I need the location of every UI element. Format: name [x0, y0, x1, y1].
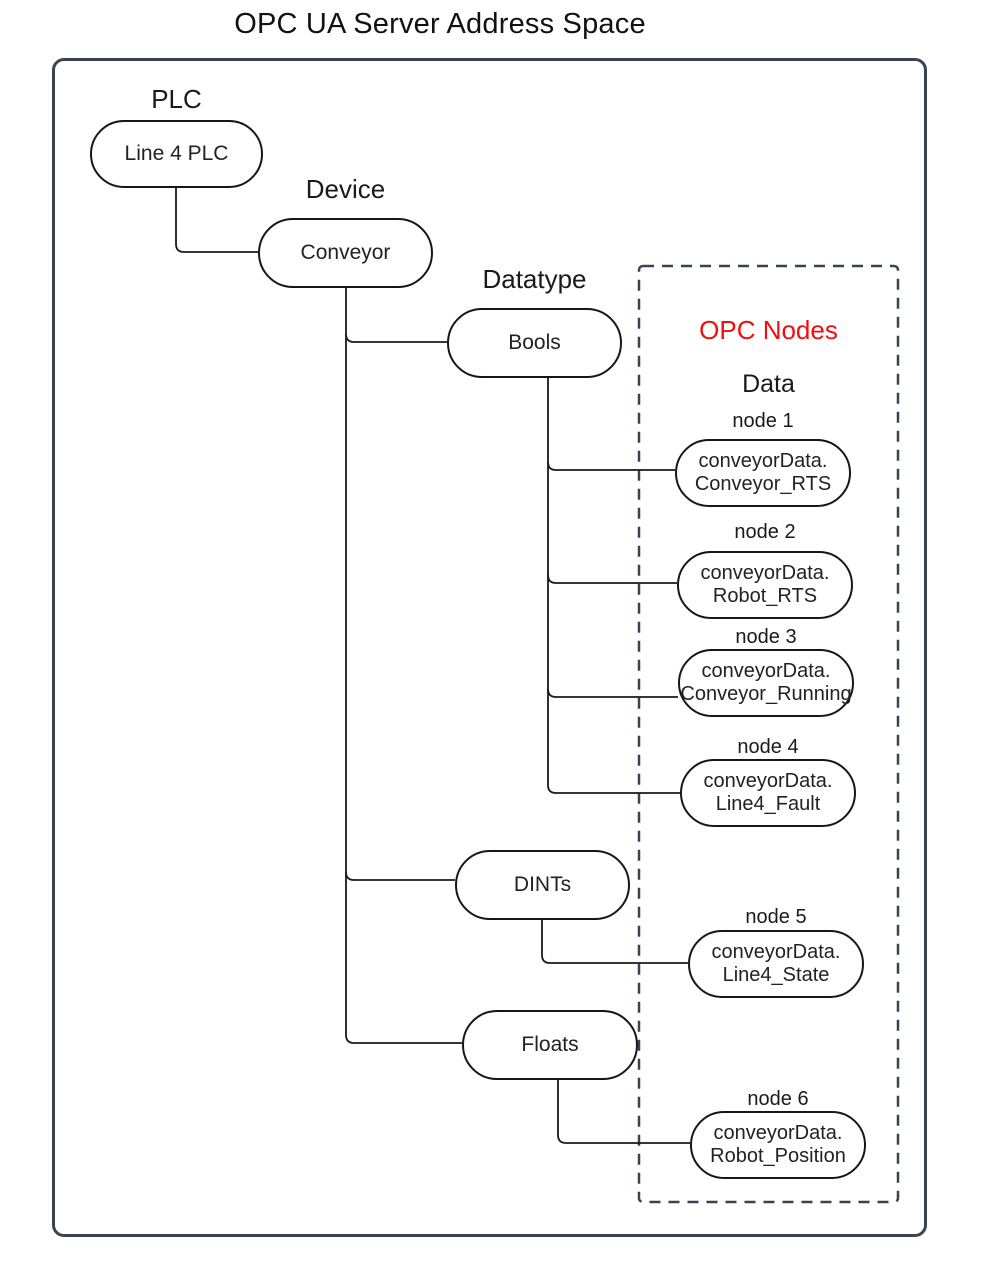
- tree-node-dints: DINTs: [455, 850, 630, 920]
- opc-node-5-line2: Line4_State: [722, 964, 830, 986]
- opc-node-5-caption: node 5: [745, 906, 807, 928]
- opc-node-4: conveyorData. Line4_Fault: [680, 759, 856, 827]
- opc-node-6-line2: Robot_Position: [710, 1145, 846, 1167]
- tree-node-line4-plc: Line 4 PLC: [90, 120, 263, 188]
- datatype-group-label: Datatype: [482, 264, 587, 294]
- opc-node-2-caption: node 2: [734, 521, 796, 543]
- opc-node-1-caption: node 1: [732, 410, 794, 432]
- tree-node-conveyor: Conveyor: [258, 218, 433, 288]
- opc-node-1-line2: Conveyor_RTS: [694, 473, 832, 495]
- opc-node-2-line2: Robot_RTS: [712, 585, 818, 607]
- tree-node-floats: Floats: [462, 1010, 638, 1080]
- tree-node-bools: Bools: [447, 308, 622, 378]
- data-group-label: Data: [742, 370, 795, 398]
- opc-node-3-caption: node 3: [735, 626, 797, 648]
- opc-node-5: conveyorData. Line4_State: [688, 930, 864, 998]
- device-group-label: Device: [305, 174, 386, 204]
- opc-node-4-caption: node 4: [737, 736, 799, 758]
- opc-node-1-line1: conveyorData.: [698, 449, 828, 472]
- opc-node-4-line1: conveyorData.: [703, 769, 833, 792]
- address-space-frame: [52, 58, 927, 1237]
- opc-node-6-caption: node 6: [747, 1088, 809, 1110]
- plc-group-label: PLC: [151, 84, 202, 114]
- opc-node-3: conveyorData. Conveyor_Running: [678, 649, 854, 717]
- page-title: OPC UA Server Address Space: [234, 8, 646, 40]
- opc-node-6: conveyorData. Robot_Position: [690, 1111, 866, 1179]
- opc-node-1: conveyorData. Conveyor_RTS: [675, 439, 851, 507]
- opc-node-5-line1: conveyorData.: [711, 940, 841, 963]
- opc-nodes-title: OPC Nodes: [699, 315, 838, 345]
- opc-node-3-line1: conveyorData.: [701, 659, 831, 682]
- opc-node-4-line2: Line4_Fault: [715, 793, 821, 815]
- opc-node-6-line1: conveyorData.: [713, 1121, 843, 1144]
- opc-node-2: conveyorData. Robot_RTS: [677, 551, 853, 619]
- opc-node-2-line1: conveyorData.: [700, 561, 830, 584]
- opc-node-3-line2: Conveyor_Running: [680, 683, 852, 705]
